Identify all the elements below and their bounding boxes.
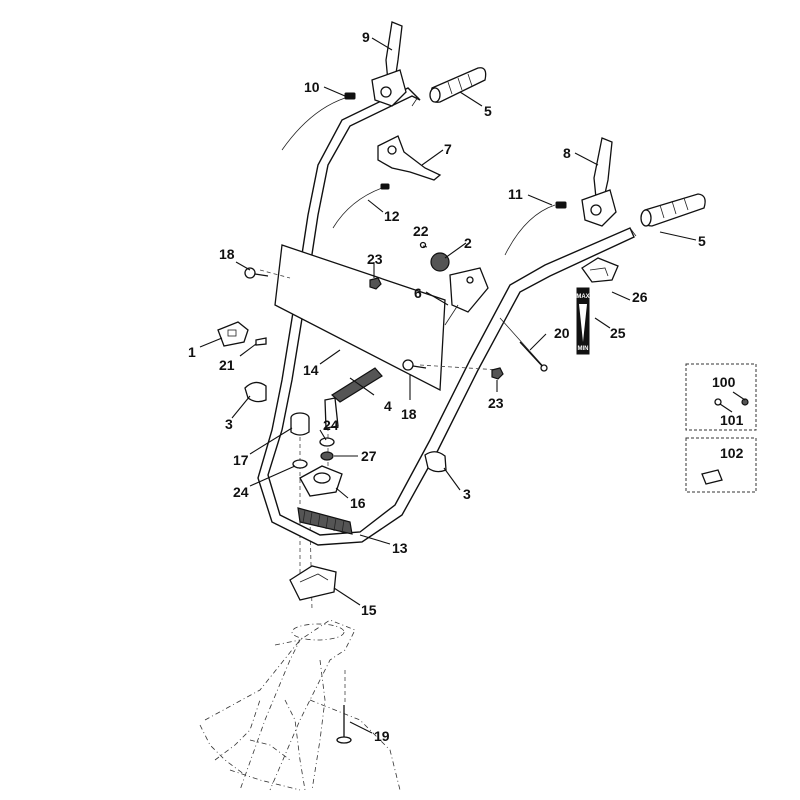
bolt-20 bbox=[499, 317, 548, 372]
washer-27 bbox=[320, 451, 334, 461]
gauge-min: MIN bbox=[578, 346, 589, 352]
clip-26 bbox=[581, 257, 619, 283]
kit-box-102 bbox=[685, 437, 757, 493]
part-labels: 9 10 5 7 8 11 12 22 5 2 18 23 6 26 20 25… bbox=[188, 29, 744, 744]
leader-lines bbox=[199, 37, 746, 734]
screw-21 bbox=[255, 337, 267, 346]
cable-right bbox=[504, 201, 567, 256]
base-15 bbox=[289, 565, 337, 601]
label-16: 16 bbox=[350, 495, 366, 511]
label-5-right: 5 bbox=[698, 233, 706, 249]
label-18-top: 18 bbox=[219, 246, 235, 262]
label-17: 17 bbox=[233, 452, 249, 468]
screw-18-bottom bbox=[402, 359, 427, 371]
handlebar-frame bbox=[257, 87, 637, 546]
label-14: 14 bbox=[303, 362, 319, 378]
label-23-top: 23 bbox=[367, 251, 383, 267]
lever-right bbox=[581, 137, 617, 227]
label-26: 26 bbox=[632, 289, 648, 305]
label-3-left: 3 bbox=[225, 416, 233, 432]
label-27: 27 bbox=[361, 448, 377, 464]
label-101: 101 bbox=[720, 412, 744, 428]
label-22: 22 bbox=[413, 223, 429, 239]
nut-23-top bbox=[369, 277, 382, 290]
label-18-bottom: 18 bbox=[401, 406, 417, 422]
clamp-3-left bbox=[244, 381, 267, 403]
label-13: 13 bbox=[392, 540, 408, 556]
label-7: 7 bbox=[444, 141, 452, 157]
label-3-right: 3 bbox=[463, 486, 471, 502]
grip-left bbox=[429, 67, 487, 103]
label-5-left: 5 bbox=[484, 103, 492, 119]
label-21: 21 bbox=[219, 357, 235, 373]
cable-left bbox=[281, 92, 356, 151]
pivot-16 bbox=[299, 465, 343, 497]
label-11: 11 bbox=[508, 186, 523, 202]
nut-23-right bbox=[491, 367, 504, 380]
cable-middle bbox=[332, 183, 390, 229]
bracket-4 bbox=[324, 367, 383, 429]
label-102: 102 bbox=[720, 445, 744, 461]
label-2: 2 bbox=[464, 235, 472, 251]
label-24-bottom: 24 bbox=[233, 484, 249, 500]
label-9: 9 bbox=[362, 29, 370, 45]
handlebar-grip-lower bbox=[297, 507, 353, 535]
label-24-top: 24 bbox=[323, 417, 339, 433]
label-6: 6 bbox=[414, 285, 422, 301]
level-gauge: MAX MIN bbox=[576, 287, 590, 355]
label-23-right: 23 bbox=[488, 395, 504, 411]
screw-18-top bbox=[244, 267, 269, 279]
label-20: 20 bbox=[554, 325, 570, 341]
knob bbox=[430, 252, 450, 272]
dashboard-panel bbox=[259, 244, 501, 392]
label-100: 100 bbox=[712, 374, 736, 390]
label-8: 8 bbox=[563, 145, 571, 161]
gauge-max: MAX bbox=[576, 294, 589, 300]
label-10: 10 bbox=[304, 79, 320, 95]
clamp-1 bbox=[217, 321, 249, 347]
clamp-3-right bbox=[424, 451, 447, 473]
washer-24-bottom bbox=[292, 459, 308, 469]
throttle-control bbox=[444, 267, 489, 326]
control-bracket bbox=[377, 135, 442, 181]
label-15: 15 bbox=[361, 602, 377, 618]
label-1: 1 bbox=[188, 344, 196, 360]
bolt-19 bbox=[336, 705, 352, 744]
label-4: 4 bbox=[384, 398, 392, 414]
label-25: 25 bbox=[610, 325, 626, 341]
lever-left bbox=[371, 21, 407, 107]
bushing-17 bbox=[290, 412, 310, 436]
kit-box-100-101 bbox=[685, 363, 757, 431]
label-12: 12 bbox=[384, 208, 400, 224]
grip-right bbox=[640, 193, 706, 227]
label-19: 19 bbox=[374, 728, 390, 744]
washer-24-top bbox=[319, 437, 335, 447]
